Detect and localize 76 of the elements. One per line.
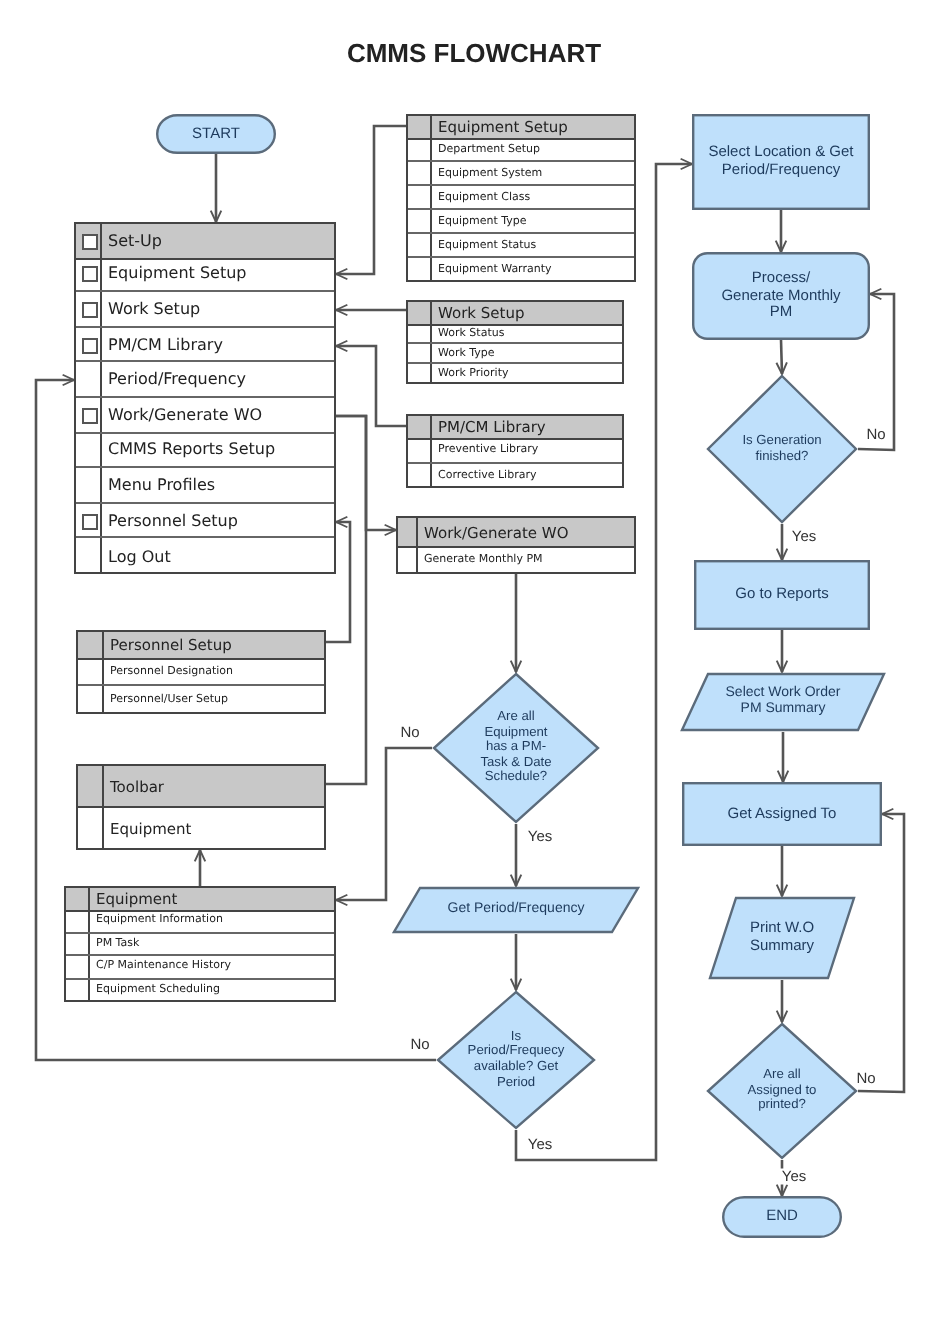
- connector-arrow: [775, 630, 789, 673]
- menu-row: [76, 468, 334, 504]
- row-label: Personnel Setup: [108, 511, 238, 530]
- menu-panel: [76, 764, 326, 850]
- menu-panel: [64, 886, 336, 1002]
- connector-arrow: [326, 515, 352, 644]
- connector-arrow: [335, 339, 406, 428]
- menu-row: [408, 186, 634, 210]
- data-parallelogram: [708, 896, 856, 980]
- menu-row: [408, 344, 622, 364]
- menu-panel: [406, 414, 624, 488]
- decision-diamond: [706, 374, 858, 524]
- row-label: Period/Frequency: [108, 370, 246, 389]
- connector-arrow: [335, 746, 432, 907]
- menu-row: [76, 503, 334, 539]
- connector-arrow: [774, 210, 788, 253]
- connector-arrow: [34, 373, 436, 1062]
- connector-arrow: [857, 287, 896, 452]
- menu-row: [78, 658, 324, 686]
- diagram-title: CMMS FLOWCHART: [344, 38, 604, 68]
- connector-arrow: [775, 524, 789, 561]
- connector-arrow: [335, 124, 406, 281]
- menu-row: [66, 979, 334, 1002]
- menu-row: [76, 257, 334, 293]
- process-box: [692, 114, 870, 210]
- connector-arrow: [209, 154, 223, 223]
- connector-arrow: [509, 574, 523, 673]
- row-label: Work Setup: [108, 299, 201, 318]
- terminator-pill: [156, 114, 276, 154]
- menu-row: [408, 234, 634, 258]
- menu-row: [76, 398, 334, 434]
- menu-row: [66, 956, 334, 979]
- menu-panel: [74, 222, 336, 574]
- connector-arrow: [193, 849, 207, 886]
- menu-row: [66, 910, 334, 933]
- menu-row: [408, 324, 622, 344]
- data-parallelogram: [392, 886, 640, 934]
- menu-row: [408, 138, 634, 162]
- connector-arrow: [514, 157, 693, 1162]
- connector-arrow: [857, 807, 906, 1094]
- menu-row: [66, 933, 334, 956]
- process-box: [682, 782, 882, 846]
- row-label: Log Out: [108, 547, 171, 566]
- data-parallelogram: [680, 672, 886, 732]
- panel-header: Set-Up: [76, 224, 334, 260]
- terminator-pill: [722, 1196, 842, 1238]
- process-box: [694, 560, 870, 630]
- menu-row: [76, 362, 334, 398]
- connector-arrow: [509, 824, 523, 887]
- decision-diamond: [436, 990, 596, 1130]
- decision-diamond: [706, 1022, 858, 1160]
- connector-arrow: [775, 846, 789, 897]
- row-label: CMMS Reports Setup: [108, 440, 276, 459]
- menu-row: [76, 433, 334, 469]
- menu-row: [76, 292, 334, 328]
- menu-row: [76, 327, 334, 363]
- menu-panel: [396, 516, 636, 574]
- menu-row: [408, 463, 622, 488]
- menu-panel: [406, 300, 624, 384]
- process-box: [692, 252, 870, 340]
- connector-arrow: [775, 1160, 789, 1197]
- menu-row: [408, 210, 634, 234]
- connector-arrow: [775, 339, 788, 375]
- menu-row: [408, 162, 634, 186]
- row-label: Work/Generate WO: [108, 405, 263, 424]
- decision-diamond: [432, 672, 600, 824]
- connector-arrow: [776, 732, 790, 783]
- row-label: PM/CM Library: [108, 335, 223, 354]
- connector-arrow: [509, 934, 523, 991]
- row-label: Equipment Setup: [108, 264, 247, 283]
- row-label: Menu Profiles: [108, 475, 216, 494]
- connector-arrow: [335, 303, 406, 317]
- menu-panel: [406, 114, 636, 282]
- connector-arrow: [775, 980, 789, 1023]
- menu-panel: [76, 630, 326, 714]
- menu-row: [408, 438, 622, 463]
